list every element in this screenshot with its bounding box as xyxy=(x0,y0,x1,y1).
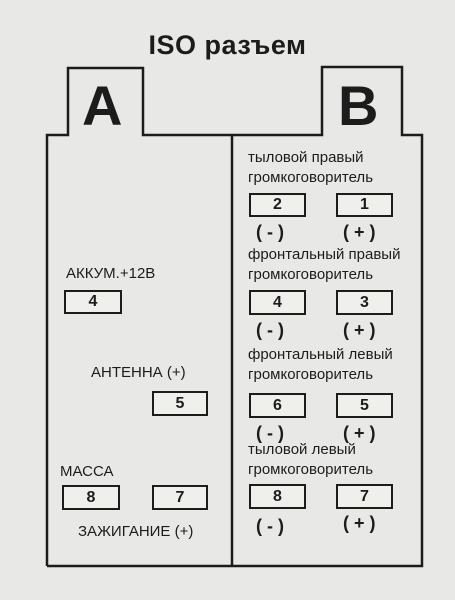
pin-b-front-left-plus: 5 xyxy=(336,393,393,418)
pin-a-zazhiganie: 7 xyxy=(152,485,208,510)
pin-b-front-right-plus: 3 xyxy=(336,290,393,315)
pin-b-front-right-minus: 4 xyxy=(249,290,306,315)
pin-b-rear-right-minus: 2 xyxy=(249,193,306,217)
label-rear-left-1: тыловой левый xyxy=(248,441,356,458)
pin-b-rear-left-minus: 8 xyxy=(249,484,306,509)
pin-b-rear-left-plus: 7 xyxy=(336,484,393,509)
label-front-left-2: громкоговоритель xyxy=(248,366,374,383)
pin-b-rear-right-plus: 1 xyxy=(336,193,393,217)
block-a-letter: A xyxy=(82,74,123,137)
polarity-rear-right-minus: ( - ) xyxy=(256,222,284,242)
pin-b-front-left-minus: 6 xyxy=(249,393,306,418)
polarity-rear-right-plus: ( + ) xyxy=(343,222,376,242)
diagram-title: ISO разъем xyxy=(148,30,307,60)
polarity-rear-left-minus: ( - ) xyxy=(256,516,284,536)
pin-a-akkum: 4 xyxy=(64,290,122,314)
label-antenna: АНТЕННА (+) xyxy=(91,364,186,381)
block-b-outline xyxy=(47,65,424,568)
label-front-right-1: фронтальный правый xyxy=(248,246,401,263)
pin-a-massa: 8 xyxy=(62,485,120,510)
polarity-front-right-plus: ( + ) xyxy=(343,320,376,340)
polarity-front-left-minus: ( - ) xyxy=(256,423,284,443)
label-front-right-2: громкоговоритель xyxy=(248,266,374,283)
label-zazhiganie: ЗАЖИГАНИЕ (+) xyxy=(78,523,194,540)
label-rear-right-2: громкоговоритель xyxy=(248,169,374,186)
polarity-front-left-plus: ( + ) xyxy=(343,423,376,443)
label-rear-right-1: тыловой правый xyxy=(248,149,364,166)
block-a-outline xyxy=(45,66,232,566)
polarity-rear-left-plus: ( + ) xyxy=(343,513,376,533)
label-front-left-1: фронтальный левый xyxy=(248,346,393,363)
label-rear-left-2: громкоговоритель xyxy=(248,461,374,478)
label-akkum: АККУМ.+12В xyxy=(66,265,156,282)
polarity-front-right-minus: ( - ) xyxy=(256,320,284,340)
pin-a-antenna: 5 xyxy=(152,391,208,416)
block-b-letter: B xyxy=(338,74,379,137)
label-massa: МАССА xyxy=(60,463,114,480)
